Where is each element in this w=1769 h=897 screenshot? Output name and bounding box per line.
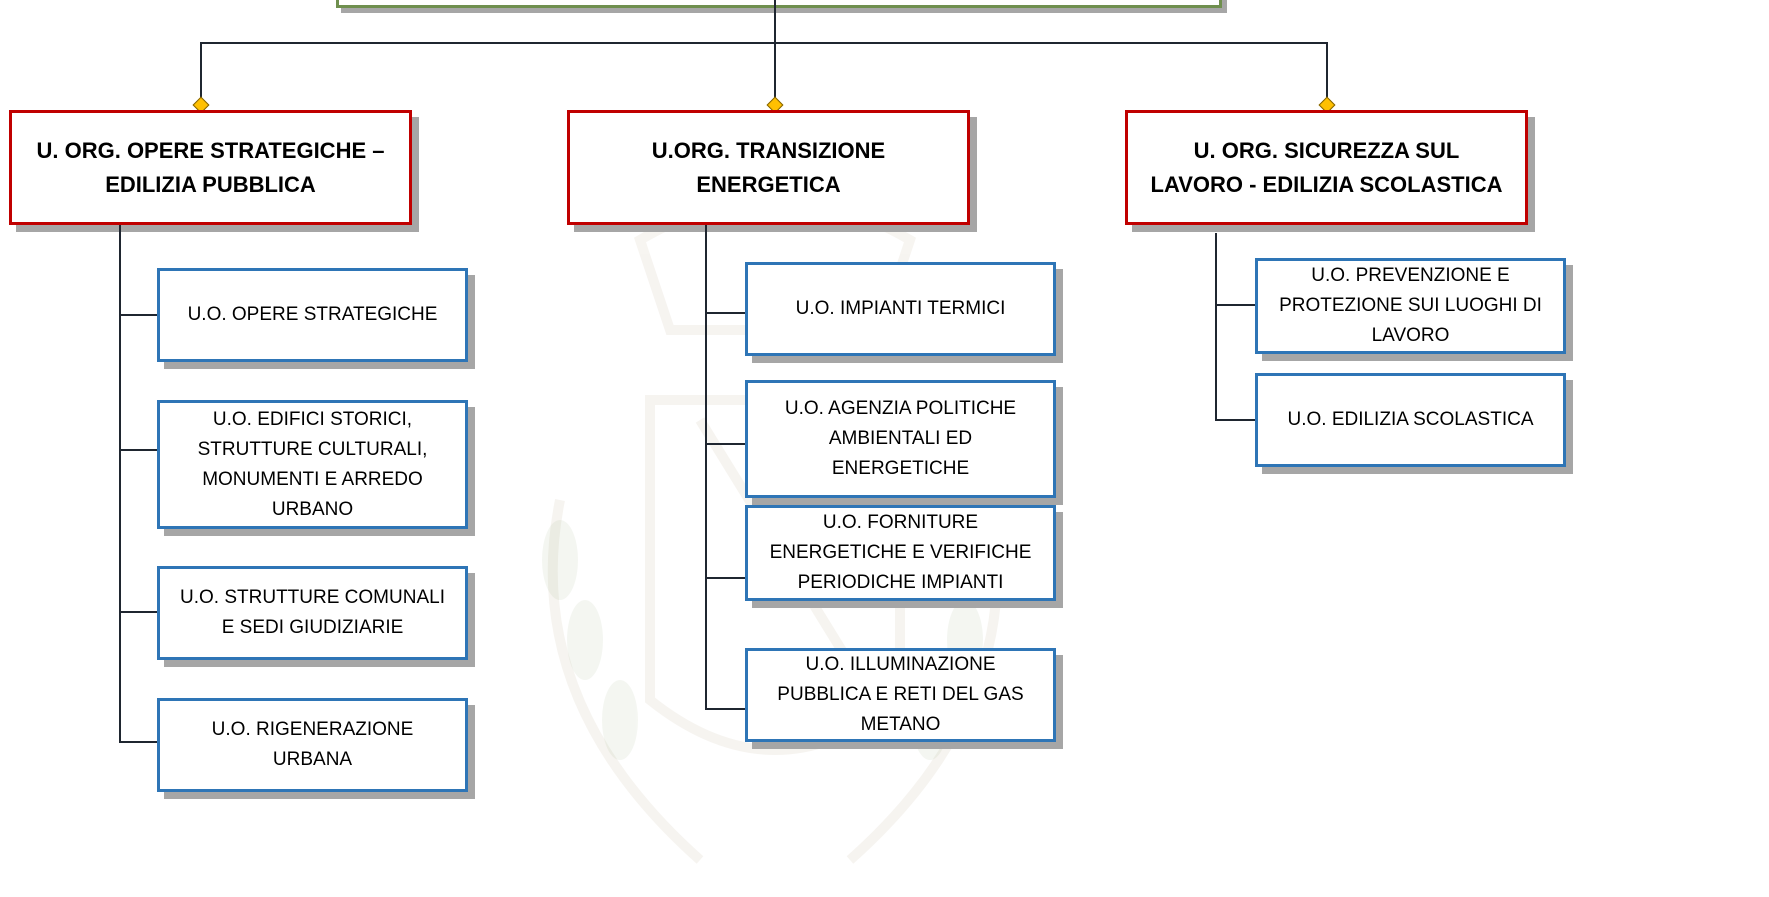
unit-label: U.O. EDILIZIA SCOLASTICA [1287,409,1534,430]
unit-label: U.O. FORNITURE ENERGETICHE E VERIFICHE P… [769,512,1032,593]
branch-tick [705,312,747,314]
unit-label: U.O. AGENZIA POLITICHE AMBIENTALI ED ENE… [784,398,1017,479]
branch-tick [119,314,159,316]
unit-opere-strategiche[interactable]: U.O. OPERE STRATEGICHE [157,268,468,362]
unit-label: U.O. RIGENERAZIONE URBANA [211,719,414,770]
branch-tick [1215,419,1257,421]
unit-edilizia-scolastica[interactable]: U.O. EDILIZIA SCOLASTICA [1255,373,1566,467]
org-unit-sicurezza-lavoro[interactable]: U. ORG. SICUREZZA SUL LAVORO - EDILIZIA … [1125,110,1528,225]
unit-impianti-termici[interactable]: U.O. IMPIANTI TERMICI [745,262,1056,356]
unit-label: U.O. STRUTTURE COMUNALI E SEDI GIUDIZIAR… [180,587,445,638]
branch-tick [705,443,747,445]
connector [200,42,202,104]
root-horizontal-connector [200,42,1327,44]
branch-tick [119,611,159,613]
unit-label: U.O. EDIFICI STORICI, STRUTTURE CULTURAL… [197,408,428,520]
org-unit-title: U.ORG. TRANSIZIONE ENERGETICA [651,137,886,197]
unit-edifici-storici[interactable]: U.O. EDIFICI STORICI, STRUTTURE CULTURAL… [157,400,468,529]
branch-tick [705,577,747,579]
org-unit-opere-strategiche[interactable]: U. ORG. OPERE STRATEGICHE – EDILIZIA PUB… [9,110,412,225]
connector [1326,42,1328,104]
unit-rigenerazione-urbana[interactable]: U.O. RIGENERAZIONE URBANA [157,698,468,792]
unit-label: U.O. IMPIANTI TERMICI [795,298,1006,319]
unit-prevenzione-protezione[interactable]: U.O. PREVENZIONE E PROTEZIONE SUI LUOGHI… [1255,258,1566,354]
root-connector [774,0,776,43]
branch-connector [119,225,121,742]
unit-agenzia-politiche[interactable]: U.O. AGENZIA POLITICHE AMBIENTALI ED ENE… [745,380,1056,498]
unit-strutture-comunali[interactable]: U.O. STRUTTURE COMUNALI E SEDI GIUDIZIAR… [157,566,468,660]
unit-label: U.O. OPERE STRATEGICHE [187,304,438,325]
unit-label: U.O. PREVENZIONE E PROTEZIONE SUI LUOGHI… [1279,265,1542,346]
branch-tick [705,708,747,710]
org-unit-title: U. ORG. OPERE STRATEGICHE – EDILIZIA PUB… [36,137,385,197]
unit-label: U.O. ILLUMINAZIONE PUBBLICA E RETI DEL G… [777,654,1024,735]
branch-tick [119,449,159,451]
unit-forniture-energetiche[interactable]: U.O. FORNITURE ENERGETICHE E VERIFICHE P… [745,505,1056,601]
branch-tick [1215,304,1257,306]
branch-connector [705,225,707,709]
connector [774,42,776,104]
org-unit-transizione-energetica[interactable]: U.ORG. TRANSIZIONE ENERGETICA [567,110,970,225]
unit-illuminazione-pubblica[interactable]: U.O. ILLUMINAZIONE PUBBLICA E RETI DEL G… [745,648,1056,742]
branch-tick [119,741,159,743]
root-box [336,0,1222,8]
branch-connector [1215,233,1217,420]
org-unit-title: U. ORG. SICUREZZA SUL LAVORO - EDILIZIA … [1150,137,1503,197]
